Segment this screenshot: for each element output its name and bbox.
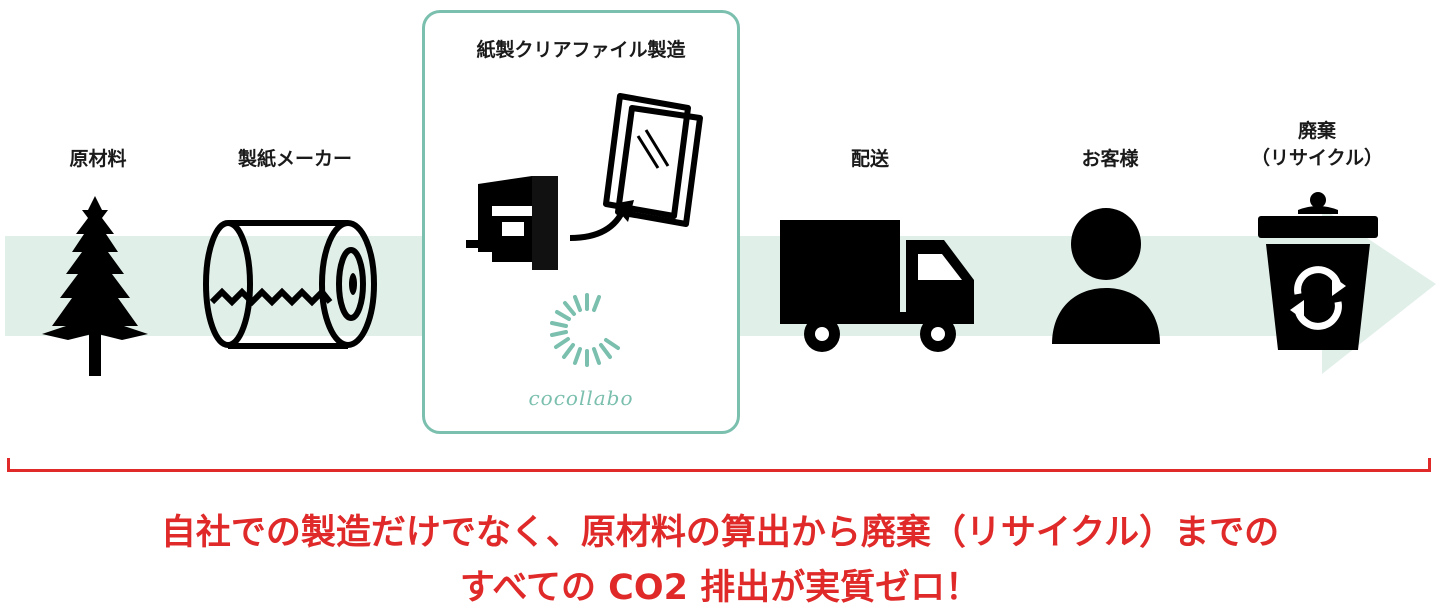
step-label-disposal: 廃棄 （リサイクル）: [1232, 118, 1402, 172]
disposal-label-line2: （リサイクル）: [1250, 147, 1384, 169]
step-label-delivery: 配送: [850, 148, 889, 170]
tree-icon: [42, 196, 148, 376]
recycle-bin-icon: [1258, 192, 1378, 350]
step-label-paper-maker: 製紙メーカー: [237, 148, 352, 170]
scope-bracket: [7, 458, 1431, 472]
cocollabo-c-logo-icon: [550, 293, 620, 367]
press-machine-to-clear-file-icon: [466, 93, 703, 270]
person-icon: [1052, 208, 1160, 344]
truck-icon: [780, 220, 974, 352]
step-label-manufacturing: 紙製クリアファイル製造: [476, 39, 686, 61]
brand-name: cocollabo: [528, 386, 634, 410]
disposal-label-line1: 廃棄: [1297, 120, 1336, 142]
summary-line-1: 自社での製造だけでなく、原材料の算出から廃棄（リサイクル）までの: [160, 513, 1280, 553]
paper-roll-icon: [203, 220, 377, 349]
summary-line-2: すべての CO2 排出が実質ゼロ！: [459, 568, 981, 608]
step-label-raw-materials: 原材料: [69, 148, 127, 170]
step-label-customer: お客様: [1081, 148, 1139, 170]
